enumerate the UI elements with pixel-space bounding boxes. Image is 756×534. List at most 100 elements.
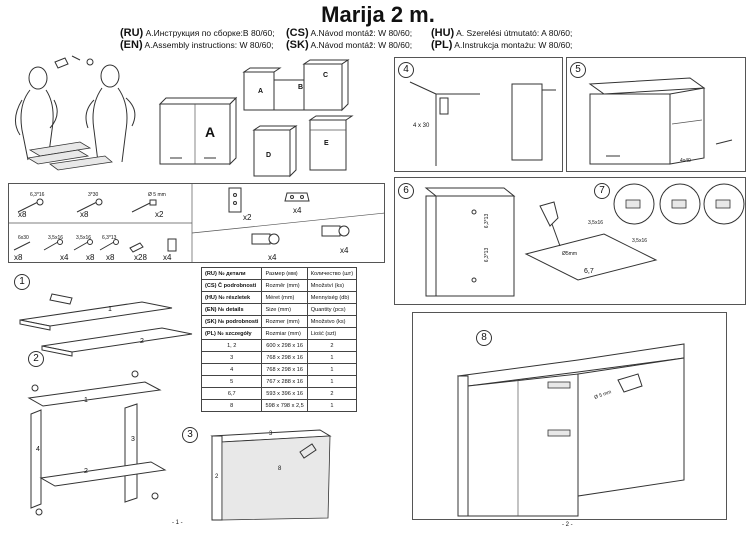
hinge-icon xyxy=(321,225,350,237)
screw-icon xyxy=(17,198,44,213)
bolt-icon xyxy=(131,199,157,213)
language-line-cs: (CS) A.Návod montáž: W 80/60; xyxy=(286,27,413,39)
step-6-shelf xyxy=(524,201,658,281)
screw-icon xyxy=(43,239,63,251)
cabinet-d-label: D xyxy=(266,152,272,159)
part-label: 1 xyxy=(84,397,88,404)
part-label: 2 xyxy=(140,338,144,345)
step-1-panels xyxy=(19,293,193,357)
dimension-label: 3,5x16 xyxy=(632,238,648,244)
page-number: - 1 - xyxy=(172,520,183,526)
bracket-icon xyxy=(228,187,242,213)
hardware-qty: x8 xyxy=(18,210,27,219)
hardware-spec: 6x30 xyxy=(18,235,29,241)
dowel-icon xyxy=(13,241,31,251)
step-number: 5 xyxy=(570,62,586,78)
part-label: 2 xyxy=(215,474,219,480)
step-number: 7 xyxy=(594,183,610,199)
part-label: 6,7 xyxy=(584,268,594,275)
step-number: 1 xyxy=(14,274,30,290)
part-label: 3 xyxy=(269,431,273,437)
two-people-illustration xyxy=(15,55,136,171)
dimension-label: 3,5x16 xyxy=(588,220,604,226)
hardware-qty: x8 xyxy=(80,210,89,219)
part-label: 4 xyxy=(36,446,40,453)
language-line-ru: (RU) А.Инструкция по сборке:В 80/60; xyxy=(120,27,275,39)
step-6-side-panel xyxy=(424,187,516,297)
language-line-pl: (PL) A.Instrukcja montażu: W 80/60; xyxy=(431,39,573,51)
hardware-spec: 6,3*13 xyxy=(102,235,117,241)
step-number: 2 xyxy=(28,351,44,367)
step-4-box xyxy=(394,57,563,172)
step-number: 8 xyxy=(476,330,492,346)
screw-icon xyxy=(73,239,93,251)
cabinet-e-label: E xyxy=(324,140,329,147)
part-label: 1 xyxy=(108,306,112,313)
part-label: 3 xyxy=(131,436,135,443)
cabinet-a-label: A xyxy=(258,88,264,95)
step-4-detail xyxy=(409,81,556,166)
step-2-carcass xyxy=(27,370,167,516)
step-7-hinge-detail xyxy=(613,183,745,225)
hardware-qty: x8 xyxy=(106,253,115,262)
hardware-qty: x4 xyxy=(60,253,69,262)
language-line-sk: (SK) A.Návod montáž: W 80/60; xyxy=(286,39,413,51)
step-number: 6 xyxy=(398,183,414,199)
step-number: 3 xyxy=(182,427,198,443)
kitchen-set-illustration xyxy=(242,59,354,178)
page-title: Marija 2 m. xyxy=(321,2,435,27)
hardware-qty: x2 xyxy=(243,213,252,222)
step-8-cabinet xyxy=(456,343,685,517)
cabinet-a-large-label: A xyxy=(205,124,216,140)
step-6-7-box xyxy=(394,177,746,305)
cabinet-a-illustration xyxy=(158,96,238,166)
dimension-label: 6,3*13 xyxy=(484,247,491,263)
hardware-spec: 6,3*16 xyxy=(30,192,45,198)
hardware-qty: x4 xyxy=(163,253,172,262)
hinge-icon xyxy=(251,233,280,245)
hardware-qty: x4 xyxy=(268,253,277,262)
dimension-label: 4 x 30 xyxy=(413,123,430,129)
language-line-en: (EN) A.Assembly instructions: W 80/60; xyxy=(120,39,274,51)
hardware-spec: 3,5x16 xyxy=(48,235,64,241)
page-number: - 2 - xyxy=(562,522,573,528)
hardware-spec: 3*30 xyxy=(88,192,99,198)
dimension-label: 4x40 xyxy=(680,158,691,164)
screw-icon xyxy=(99,239,119,251)
language-line-hu: (HU) A. Szerelési útmutató: A 80/60; xyxy=(431,27,573,39)
screw-icon xyxy=(76,198,103,213)
hardware-qty: x4 xyxy=(340,246,349,255)
step-5-box xyxy=(566,57,746,172)
hardware-qty: x4 xyxy=(293,206,302,215)
hardware-dividers xyxy=(8,183,386,263)
hardware-qty: x2 xyxy=(155,210,164,219)
hardware-qty: x8 xyxy=(14,253,23,262)
part-label: 2 xyxy=(84,468,88,475)
step-number: 4 xyxy=(398,62,414,78)
hardware-spec: 3,5x16 xyxy=(76,235,92,241)
hardware-qty: x8 xyxy=(86,253,95,262)
part-label: 8 xyxy=(278,466,282,472)
cabinet-c-label: C xyxy=(323,72,329,79)
step-8-box xyxy=(412,312,727,520)
step-3-back-panel xyxy=(210,429,332,521)
plate-icon xyxy=(284,192,310,202)
cabinet-b-label: B xyxy=(298,84,304,91)
hardware-qty: x28 xyxy=(134,253,147,262)
dimension-label: Ø5mm xyxy=(562,251,577,257)
cap-icon xyxy=(129,242,144,253)
hardware-spec: Ø 5 mm xyxy=(148,192,166,198)
